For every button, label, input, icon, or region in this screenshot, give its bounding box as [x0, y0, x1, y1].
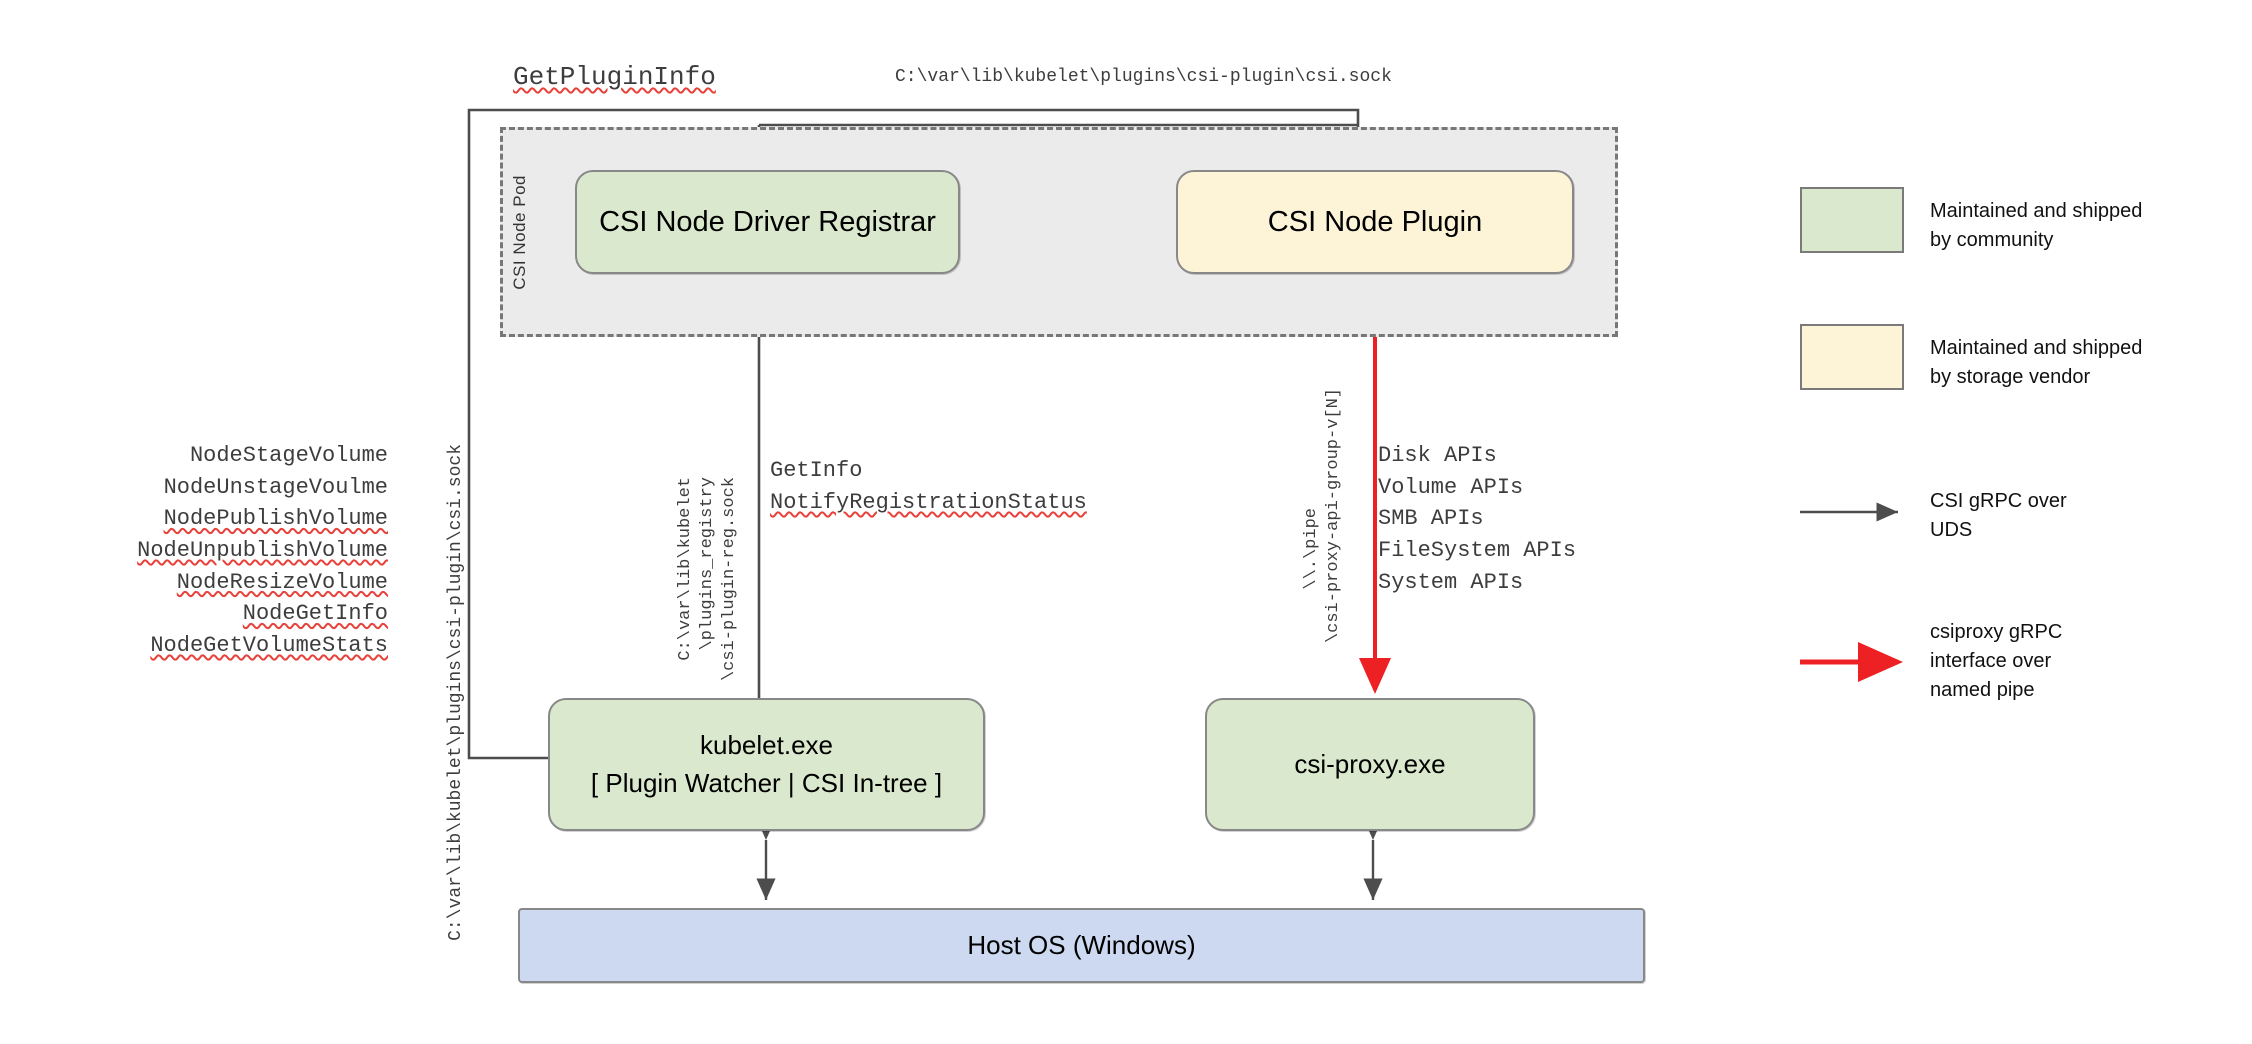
csi-node-api-item: NodePublishVolume [163, 506, 388, 532]
legend-label-named-pipe: csiproxy gRPC interface over named pipe [1930, 618, 2230, 705]
csi-proxy-api-item: SMB APIs [1378, 506, 1484, 532]
csi-proxy-api-item: System APIs [1378, 569, 1524, 595]
csi-node-pod-label: CSI Node Pod [510, 175, 529, 290]
label-getplugininfo: GetPluginInfo [513, 62, 716, 92]
legend-swatch-community [1800, 187, 1904, 253]
label-registration-calls: GetInfo NotifyRegistrationStatus [770, 455, 1087, 519]
label-named-pipe-line2: \csi-proxy-api-group-v[N] [1324, 388, 1343, 644]
csi-node-api-item: NodeGetVolumeStats [150, 633, 388, 659]
node-host-os[interactable]: Host OS (Windows) [518, 908, 1645, 983]
node-csi-node-driver-registrar[interactable]: CSI Node Driver Registrar [575, 170, 960, 274]
legend-vendor-line1: Maintained and shipped [1930, 337, 2143, 359]
legend-uds-line1: CSI gRPC over [1930, 490, 2067, 512]
legend-swatch-vendor [1800, 324, 1904, 390]
node-kubelet-exe[interactable]: kubelet.exe [ Plugin Watcher | CSI In-tr… [548, 698, 985, 831]
legend-community-line2: by community [1930, 229, 2054, 251]
csi-proxy-api-item: Disk APIs [1378, 443, 1497, 468]
legend-pipe-line1: csiproxy gRPC [1930, 621, 2063, 643]
legend-pipe-line2: interface over [1930, 650, 2052, 672]
node-label-line2: [ Plugin Watcher | CSI In-tree ] [590, 767, 943, 798]
label-registry-path-line3: \csi-plugin-reg.sock [720, 477, 739, 682]
label-registry-path-line2: \plugins_registry [698, 477, 717, 651]
csi-proxy-api-item: Volume APIs [1378, 474, 1524, 500]
label-csi-socket-path-top: C:\var\lib\kubelet\plugins\csi-plugin\cs… [895, 67, 1392, 87]
label-registry-path-line1: C:\var\lib\kubelet [676, 477, 695, 661]
node-label: CSI Node Plugin [1267, 205, 1483, 238]
node-csi-proxy-exe[interactable]: csi-proxy.exe [1205, 698, 1535, 831]
legend-vendor-line2: by storage vendor [1930, 366, 2091, 388]
node-label: CSI Node Driver Registrar [599, 205, 936, 238]
label-csi-socket-path-vertical: C:\var\lib\kubelet\plugins\csi-plugin\cs… [446, 444, 466, 941]
legend-community-line1: Maintained and shipped [1930, 200, 2143, 222]
legend-uds-line2: UDS [1930, 519, 1973, 541]
legend-label-uds: CSI gRPC over UDS [1930, 487, 2230, 545]
legend-label-vendor: Maintained and shipped by storage vendor [1930, 334, 2230, 392]
legend-label-community: Maintained and shipped by community [1930, 197, 2230, 255]
node-label-group: kubelet.exe [ Plugin Watcher | CSI In-tr… [591, 727, 942, 802]
label-named-pipe-line1: \\.\pipe [1302, 508, 1321, 590]
label-notifyregistrationstatus: NotifyRegistrationStatus [770, 489, 1087, 515]
csi-node-api-item: NodeUnstageVoulme [163, 474, 388, 500]
legend-pipe-line3: named pipe [1930, 679, 2035, 701]
csi-node-api-item: NodeResizeVolume [176, 569, 388, 595]
node-label-line1: kubelet.exe [700, 729, 833, 760]
csi-node-api-item: NodeGetInfo [242, 601, 388, 627]
csi-node-api-item: NodeUnpublishVolume [137, 538, 388, 564]
csi-proxy-api-item: FileSystem APIs [1378, 538, 1577, 564]
node-label: Host OS (Windows) [967, 929, 1196, 960]
label-getinfo: GetInfo [770, 458, 863, 483]
node-label: csi-proxy.exe [1294, 748, 1446, 779]
node-csi-node-plugin[interactable]: CSI Node Plugin [1176, 170, 1574, 274]
csi-node-api-item: NodeStageVolume [189, 443, 388, 468]
